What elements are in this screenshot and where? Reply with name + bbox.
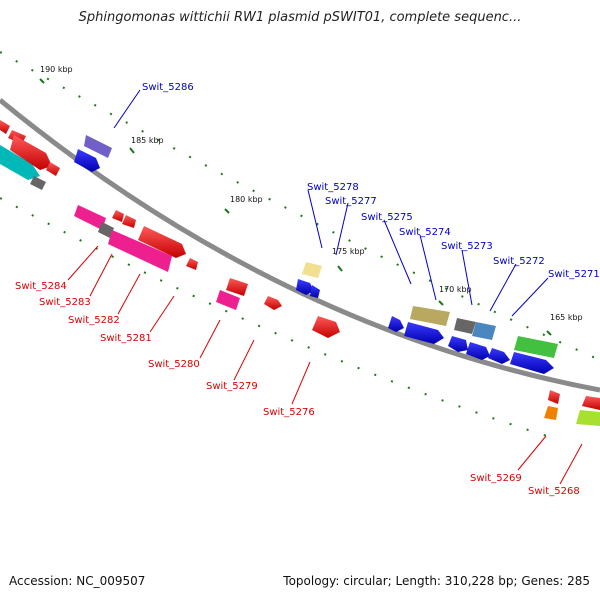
gene-arrow bbox=[466, 342, 490, 360]
gene-label[interactable]: Swit_5272 bbox=[493, 256, 545, 267]
gene-label[interactable]: Swit_5273 bbox=[441, 241, 493, 252]
scale-label: 180 kbp bbox=[230, 195, 263, 204]
scale-tick bbox=[129, 147, 135, 154]
gene-arrow bbox=[0, 120, 10, 134]
gene-arrow bbox=[112, 210, 124, 222]
gene-arrow bbox=[302, 262, 322, 278]
reverse-genes bbox=[74, 205, 600, 426]
scale-ring: 190 kbp 185 kbp 180 kbp 175 kbp 170 kbp … bbox=[0, 51, 600, 361]
scale-tick bbox=[546, 330, 552, 336]
gene-arrow bbox=[548, 390, 560, 404]
scale-label: 165 kbp bbox=[550, 313, 583, 322]
gene-label[interactable]: Swit_5271 bbox=[548, 269, 600, 280]
gene-arrow bbox=[0, 145, 40, 180]
map-title: Sphingomonas wittichii RW1 plasmid pSWIT… bbox=[78, 10, 522, 25]
gene-label[interactable]: Swit_5280 bbox=[148, 359, 200, 370]
gene-arrow bbox=[576, 410, 600, 426]
gene-arrow bbox=[296, 279, 314, 295]
gene-arrow bbox=[510, 352, 554, 374]
gene-label[interactable]: Swit_5269 bbox=[470, 473, 522, 484]
forward-genes bbox=[0, 120, 558, 374]
gene-arrow bbox=[226, 278, 248, 296]
gene-arrow bbox=[454, 318, 476, 334]
gene-label[interactable]: Swit_5268 bbox=[528, 486, 580, 497]
gene-label[interactable]: Swit_5286 bbox=[142, 82, 194, 93]
gene-arrow bbox=[122, 215, 136, 228]
gene-arrow bbox=[216, 290, 240, 310]
gene-arrow bbox=[108, 230, 172, 272]
gene-arrow bbox=[514, 336, 558, 358]
gene-label[interactable]: Swit_5283 bbox=[39, 297, 91, 308]
gene-arrow bbox=[84, 135, 112, 158]
gene-arrow bbox=[544, 406, 558, 420]
scale-tick bbox=[337, 265, 343, 272]
gene-arrow bbox=[74, 149, 100, 172]
gene-label[interactable]: Swit_5279 bbox=[206, 381, 258, 392]
scale-tick bbox=[39, 78, 45, 84]
forward-leaders bbox=[113, 89, 549, 317]
gene-label[interactable]: Swit_5277 bbox=[325, 196, 377, 207]
gene-arrow bbox=[74, 205, 106, 230]
scale-label: 190 kbp bbox=[40, 65, 73, 74]
gene-arrow bbox=[404, 322, 444, 344]
summary-text: Topology: circular; Length: 310,228 bp; … bbox=[283, 574, 590, 588]
gene-label[interactable]: Swit_5276 bbox=[263, 407, 315, 418]
gene-arrow bbox=[10, 135, 52, 170]
accession-text: Accession: NC_009507 bbox=[9, 574, 146, 588]
gene-arrow bbox=[46, 162, 60, 176]
gene-arrow bbox=[410, 306, 450, 326]
gene-label[interactable]: Swit_5281 bbox=[100, 333, 152, 344]
gene-arrow bbox=[264, 296, 282, 310]
gene-label[interactable]: Swit_5282 bbox=[68, 315, 120, 326]
scale-label: 185 kbp bbox=[131, 136, 164, 145]
gene-arrow bbox=[312, 316, 340, 338]
gene-arrow bbox=[448, 336, 468, 352]
gene-arrow bbox=[186, 258, 198, 270]
scale-dotted-arc bbox=[0, 51, 600, 361]
gene-arrow bbox=[30, 176, 46, 190]
gene-arrow bbox=[488, 348, 510, 364]
gene-label[interactable]: Swit_5278 bbox=[307, 182, 359, 193]
gene-arrow bbox=[388, 316, 404, 332]
gene-label[interactable]: Swit_5284 bbox=[15, 281, 67, 292]
scale-tick bbox=[224, 208, 230, 214]
gene-arrow bbox=[98, 222, 114, 238]
gene-arrow bbox=[138, 226, 186, 258]
gene-label[interactable]: Swit_5274 bbox=[399, 227, 451, 238]
scale-label: 170 kbp bbox=[439, 285, 472, 294]
gene-arrow bbox=[582, 396, 600, 410]
gene-label[interactable]: Swit_5275 bbox=[361, 212, 413, 223]
scale-label: 175 kbp bbox=[332, 247, 365, 256]
scale-tick bbox=[438, 300, 444, 306]
gene-arrow bbox=[472, 322, 496, 340]
gene-arrow bbox=[310, 285, 320, 298]
reverse-leaders bbox=[67, 245, 583, 485]
